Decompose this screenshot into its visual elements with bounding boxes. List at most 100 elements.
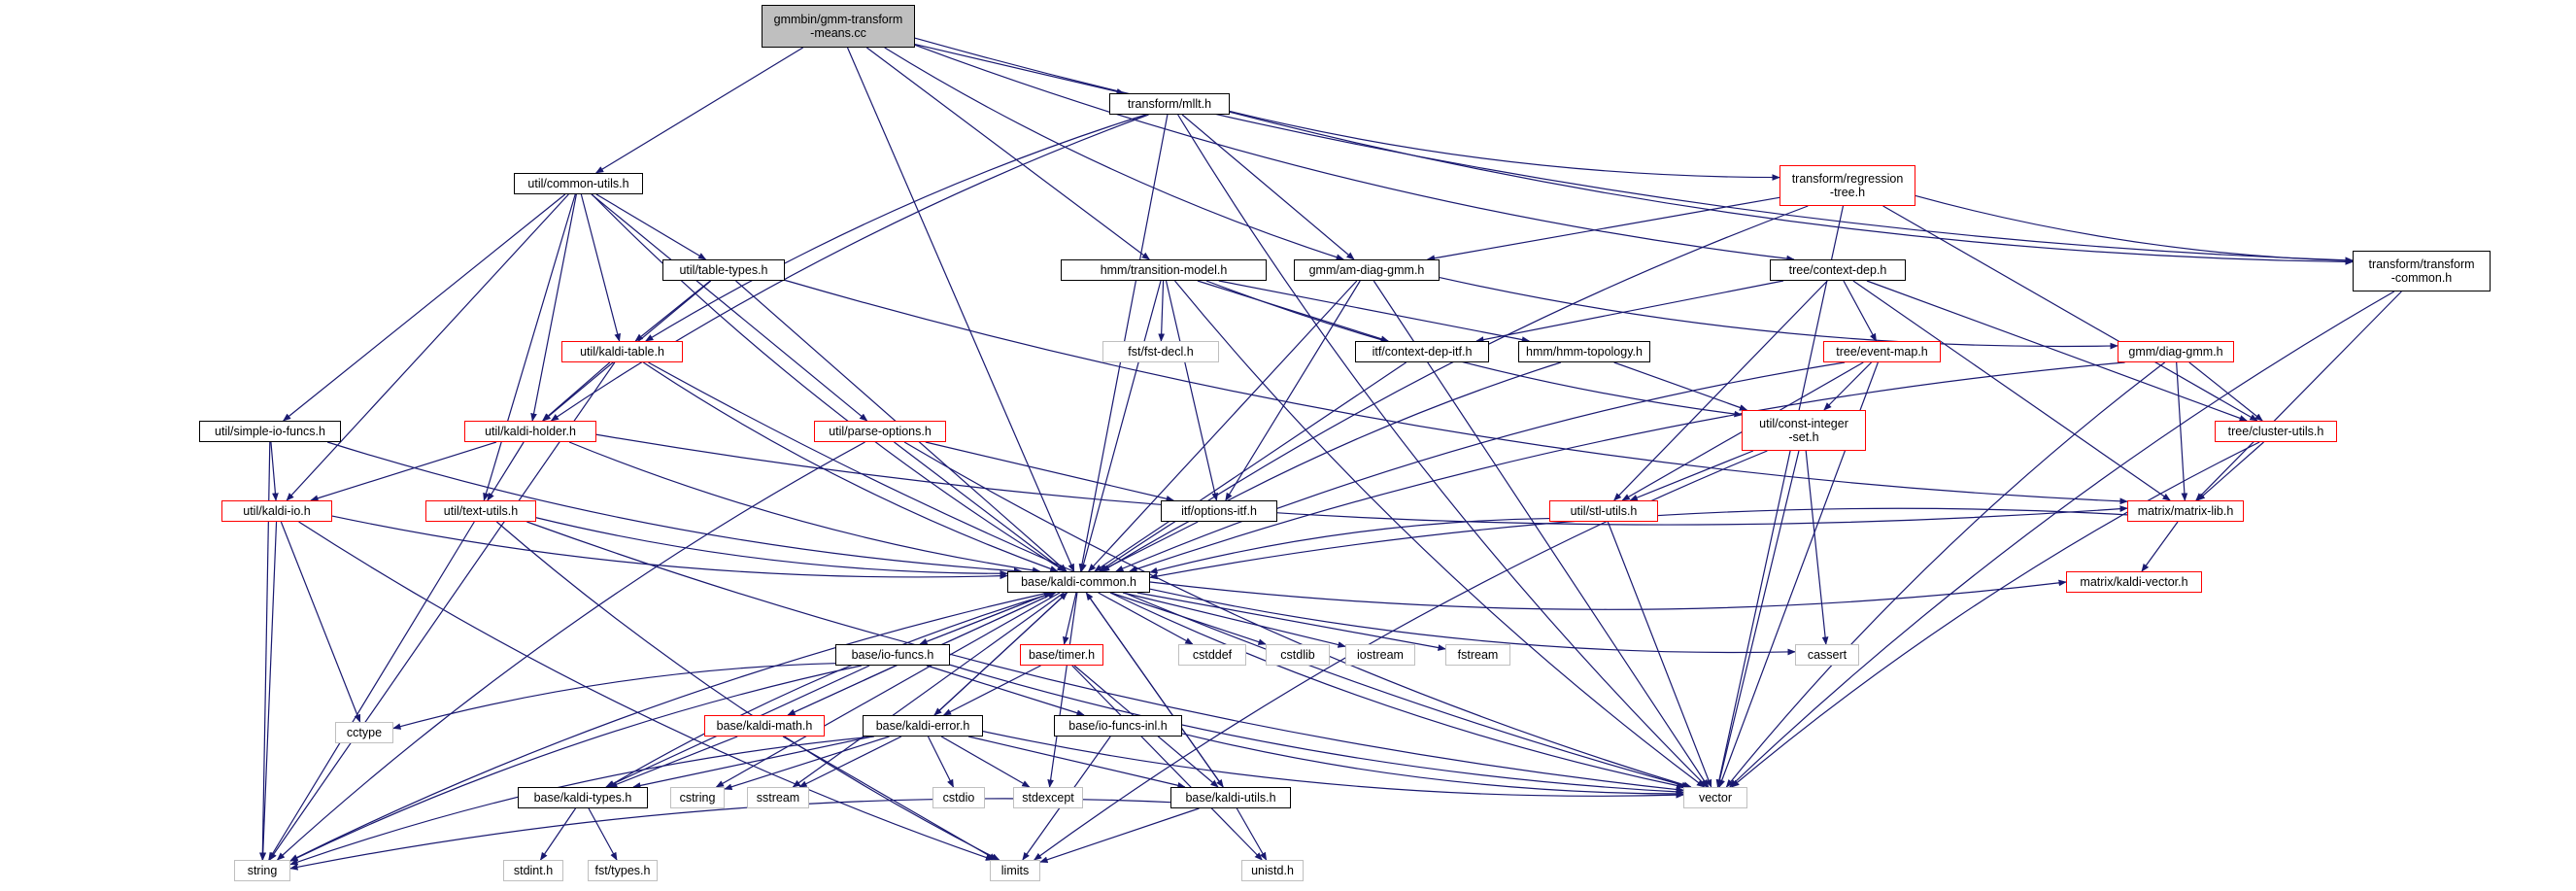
node-context-dep[interactable]: tree/context-dep.h — [1770, 259, 1906, 281]
node-common-utils[interactable]: util/common-utils.h — [514, 173, 643, 194]
node-iostream: iostream — [1345, 644, 1415, 666]
node-label: tree/context-dep.h — [1788, 263, 1887, 277]
node-context-dep-itf[interactable]: itf/context-dep-itf.h — [1355, 341, 1489, 362]
node-label: util/table-types.h — [679, 263, 768, 277]
node-options-itf[interactable]: itf/options-itf.h — [1161, 500, 1277, 522]
node-io-funcs[interactable]: base/io-funcs.h — [835, 644, 950, 666]
edge-kaldi-io-to-kaldi-common — [331, 515, 1008, 580]
edge-io-funcs-to-io-funcs-inl — [926, 665, 1085, 716]
node-label: transform/regression — [1791, 172, 1904, 186]
node-label: stdint.h — [513, 864, 554, 877]
node-simple-io[interactable]: util/simple-io-funcs.h — [199, 421, 341, 442]
node-label: cstring — [679, 791, 716, 805]
edge-common-utils-to-kaldi-io — [286, 193, 569, 501]
edge-regression-tree-to-cluster-utils — [1882, 205, 2258, 422]
node-stdint: stdint.h — [503, 860, 563, 881]
node-io-funcs-inl[interactable]: base/io-funcs-inl.h — [1054, 715, 1182, 737]
node-cstring: cstring — [670, 787, 725, 808]
edge-mllt-to-am-diag-gmm — [1181, 114, 1355, 260]
node-kaldi-io[interactable]: util/kaldi-io.h — [221, 500, 332, 522]
node-text-utils[interactable]: util/text-utils.h — [425, 500, 536, 522]
node-label: base/io-funcs-inl.h — [1068, 719, 1168, 733]
edge-text-utils-to-kaldi-common — [535, 517, 1008, 577]
node-mllt[interactable]: transform/mllt.h — [1109, 93, 1230, 115]
node-kaldi-types[interactable]: base/kaldi-types.h — [518, 787, 648, 808]
node-label: transform/transform — [2368, 257, 2475, 271]
node-hmm-topology[interactable]: hmm/hmm-topology.h — [1518, 341, 1650, 362]
edge-const-integer-set-to-stl-utils — [1629, 450, 1754, 501]
node-kaldi-math[interactable]: base/kaldi-math.h — [704, 715, 825, 737]
node-parse-options[interactable]: util/parse-options.h — [814, 421, 946, 442]
node-kaldi-common[interactable]: base/kaldi-common.h — [1007, 571, 1150, 593]
node-cstddef: cstddef — [1178, 644, 1246, 666]
edge-mllt-to-vector — [1177, 114, 1708, 788]
node-label: vector — [1698, 791, 1733, 805]
node-label: unistd.h — [1251, 864, 1294, 877]
node-label: string — [247, 864, 278, 877]
node-regression-tree[interactable]: transform/regression-tree.h — [1779, 165, 1915, 206]
node-label: fst/fst-decl.h — [1128, 345, 1194, 359]
node-const-integer-set[interactable]: util/const-integer-set.h — [1742, 410, 1866, 451]
edge-context-dep-to-cluster-utils — [1866, 280, 2248, 422]
edge-common-utils-to-parse-options — [591, 193, 868, 422]
node-diag-gmm[interactable]: gmm/diag-gmm.h — [2118, 341, 2234, 362]
edge-kaldi-io-to-cctype — [280, 521, 361, 723]
node-event-map[interactable]: tree/event-map.h — [1823, 341, 1941, 362]
node-stl-utils[interactable]: util/stl-utils.h — [1549, 500, 1658, 522]
edge-kaldi-table-to-kaldi-common — [642, 361, 1059, 572]
edge-context-dep-to-matrix-lib — [1852, 280, 2171, 501]
edge-kaldi-holder-to-kaldi-common — [568, 441, 1041, 574]
node-hmm-transition[interactable]: hmm/transition-model.h — [1061, 259, 1267, 281]
edge-diag-gmm-to-vector — [1725, 361, 2166, 788]
node-label: cstdio — [942, 791, 975, 805]
edge-context-dep-itf-to-kaldi-common — [1094, 361, 1407, 572]
edge-simple-io-to-string — [258, 441, 271, 861]
edge-text-utils-to-limits — [495, 521, 1000, 861]
node-kaldi-vector[interactable]: matrix/kaldi-vector.h — [2066, 571, 2202, 593]
node-cctype: cctype — [335, 722, 393, 743]
edge-hmm-transition-to-const-integer-set — [1205, 280, 1743, 418]
node-label: base/io-funcs.h — [851, 648, 934, 662]
edge-am-diag-gmm-to-options-itf — [1225, 280, 1361, 501]
edge-am-diag-gmm-to-kaldi-common — [1088, 280, 1358, 572]
edge-diag-gmm-to-matrix-lib — [2176, 361, 2188, 501]
node-label: util/common-utils.h — [527, 177, 629, 190]
edge-kaldi-common-to-kaldi-vector — [1149, 579, 2067, 610]
node-am-diag-gmm[interactable]: gmm/am-diag-gmm.h — [1294, 259, 1440, 281]
node-timer[interactable]: base/timer.h — [1020, 644, 1103, 666]
node-table-types[interactable]: util/table-types.h — [662, 259, 785, 281]
edge-kaldi-common-to-cassert — [1149, 588, 1796, 656]
edge-kaldi-table-to-kaldi-holder — [542, 361, 611, 422]
edge-kaldi-common-to-iostream — [1122, 592, 1346, 648]
edge-kaldi-utils-to-string — [289, 798, 1171, 871]
edge-hmm-topology-to-const-integer-set — [1613, 361, 1748, 411]
node-cassert: cassert — [1795, 644, 1859, 666]
node-kaldi-utils[interactable]: base/kaldi-utils.h — [1170, 787, 1291, 808]
edge-kaldi-utils-to-kaldi-common — [1085, 592, 1224, 788]
node-kaldi-error[interactable]: base/kaldi-error.h — [863, 715, 983, 737]
node-kaldi-holder[interactable]: util/kaldi-holder.h — [464, 421, 596, 442]
edge-regression-tree-to-vector — [1715, 205, 1845, 788]
node-label: tree/event-map.h — [1836, 345, 1928, 359]
node-label: limits — [1000, 864, 1030, 877]
edge-io-funcs-to-cctype — [392, 663, 836, 730]
node-label: util/kaldi-table.h — [580, 345, 664, 359]
edge-kaldi-common-to-sstream — [792, 592, 1065, 788]
node-cluster-utils[interactable]: tree/cluster-utils.h — [2215, 421, 2337, 442]
node-label: -common.h — [2390, 271, 2453, 285]
edge-kaldi-holder-to-kaldi-io — [310, 441, 497, 501]
edge-timer-to-unistd — [1071, 665, 1263, 861]
edge-stl-utils-to-vector — [1607, 521, 1712, 788]
node-kaldi-table[interactable]: util/kaldi-table.h — [561, 341, 683, 362]
edge-const-integer-set-to-limits — [1034, 450, 1768, 861]
edge-diag-gmm-to-cluster-utils — [2188, 361, 2263, 422]
edge-root-to-mllt — [914, 43, 1125, 95]
node-label: sstream — [756, 791, 800, 805]
edge-kaldi-error-to-cstdio — [927, 736, 955, 788]
node-root[interactable]: gmmbin/gmm-transform-means.cc — [762, 5, 915, 48]
node-matrix-lib[interactable]: matrix/matrix-lib.h — [2127, 500, 2244, 522]
edge-kaldi-error-to-kaldi-common — [933, 592, 1068, 716]
edge-hmm-transition-to-context-dep-itf — [1197, 280, 1389, 342]
node-transform-common[interactable]: transform/transform-common.h — [2353, 251, 2491, 291]
